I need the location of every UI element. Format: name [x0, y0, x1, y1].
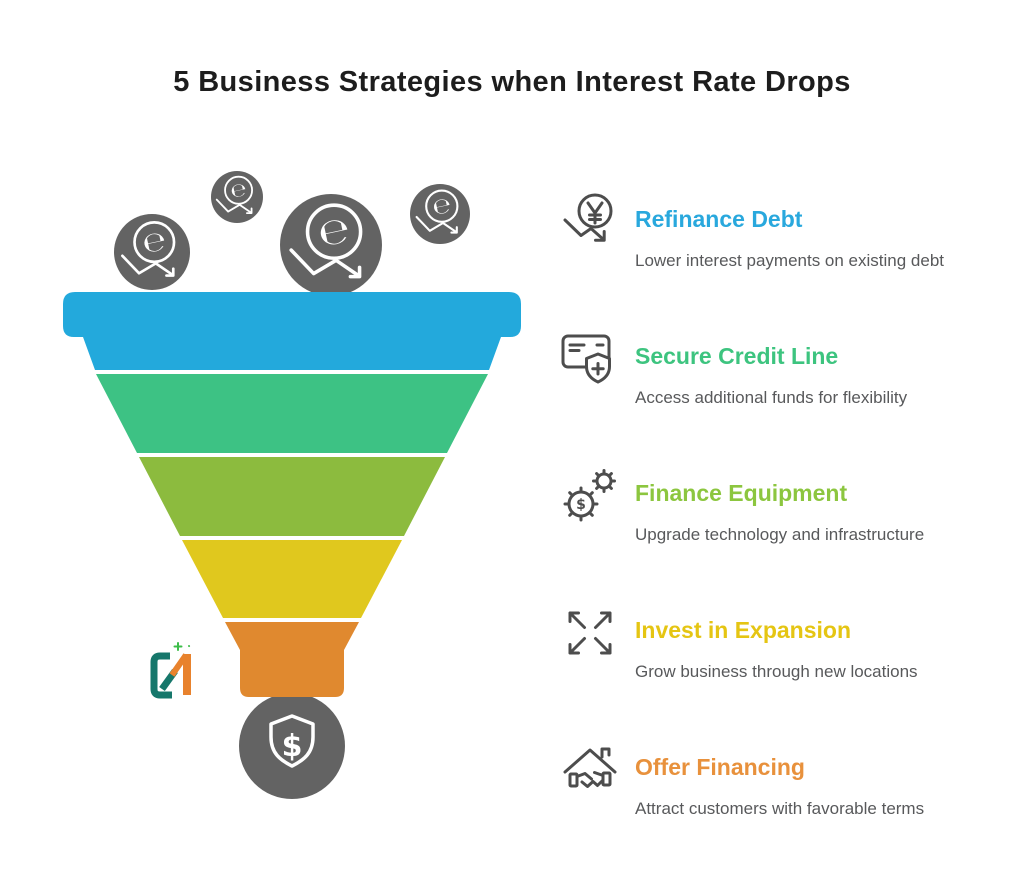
falling-coin-icon — [278, 192, 384, 298]
falling-coin-icon — [112, 212, 192, 292]
coin-circle — [239, 693, 345, 799]
credit-card-shield-icon — [561, 334, 611, 384]
funnel-graphic: ℮ $ — [63, 170, 521, 799]
strategy-item: $ Finance Equipment Upgrade technology a… — [560, 460, 1000, 585]
strategy-item: Refinance Debt Lower interest payments o… — [560, 186, 1000, 311]
strategy-item: Secure Credit Line Access additional fun… — [560, 323, 1000, 448]
strategy-item: Offer Financing Attract customers with f… — [560, 734, 1000, 859]
gears-dollar-icon: $ — [563, 469, 616, 522]
funnel — [63, 292, 521, 697]
funnel-stage-4 — [182, 540, 402, 618]
strategy-description: Attract customers with favorable terms — [635, 799, 925, 818]
funnel-stage-2 — [96, 374, 488, 453]
brand-logo — [150, 642, 191, 699]
falling-coin-icon — [408, 182, 472, 246]
funnel-stage-5 — [225, 622, 359, 697]
funnel-stage-3 — [139, 457, 445, 536]
dollar-glyph: $ — [282, 729, 303, 764]
yen-coin-decline-icon — [563, 193, 613, 242]
strategy-description: Upgrade technology and infrastructure — [635, 525, 925, 544]
svg-text:$: $ — [576, 497, 586, 513]
strategy-description: Access additional funds for flexibility — [635, 388, 908, 407]
strategy-title: Refinance Debt — [635, 206, 803, 232]
expand-arrows-icon — [568, 611, 612, 655]
strategy-description: Lower interest payments on existing debt — [635, 251, 945, 270]
strategy-title: Invest in Expansion — [635, 617, 851, 643]
falling-coin-icon — [210, 170, 264, 224]
strategy-title: Finance Equipment — [635, 480, 848, 506]
funnel-stage-1 — [63, 292, 521, 370]
house-handshake-icon — [563, 747, 617, 788]
shield-dollar-coin: $ — [239, 693, 345, 799]
strategy-list: Refinance Debt Lower interest payments o… — [560, 186, 1000, 875]
shield-icon — [269, 714, 315, 768]
strategy-item: Invest in Expansion Grow business throug… — [560, 597, 1000, 722]
strategy-title: Secure Credit Line — [635, 343, 839, 369]
page-title: 5 Business Strategies when Interest Rate… — [173, 66, 851, 98]
strategy-description: Grow business through new locations — [635, 662, 918, 681]
strategy-title: Offer Financing — [635, 754, 805, 780]
